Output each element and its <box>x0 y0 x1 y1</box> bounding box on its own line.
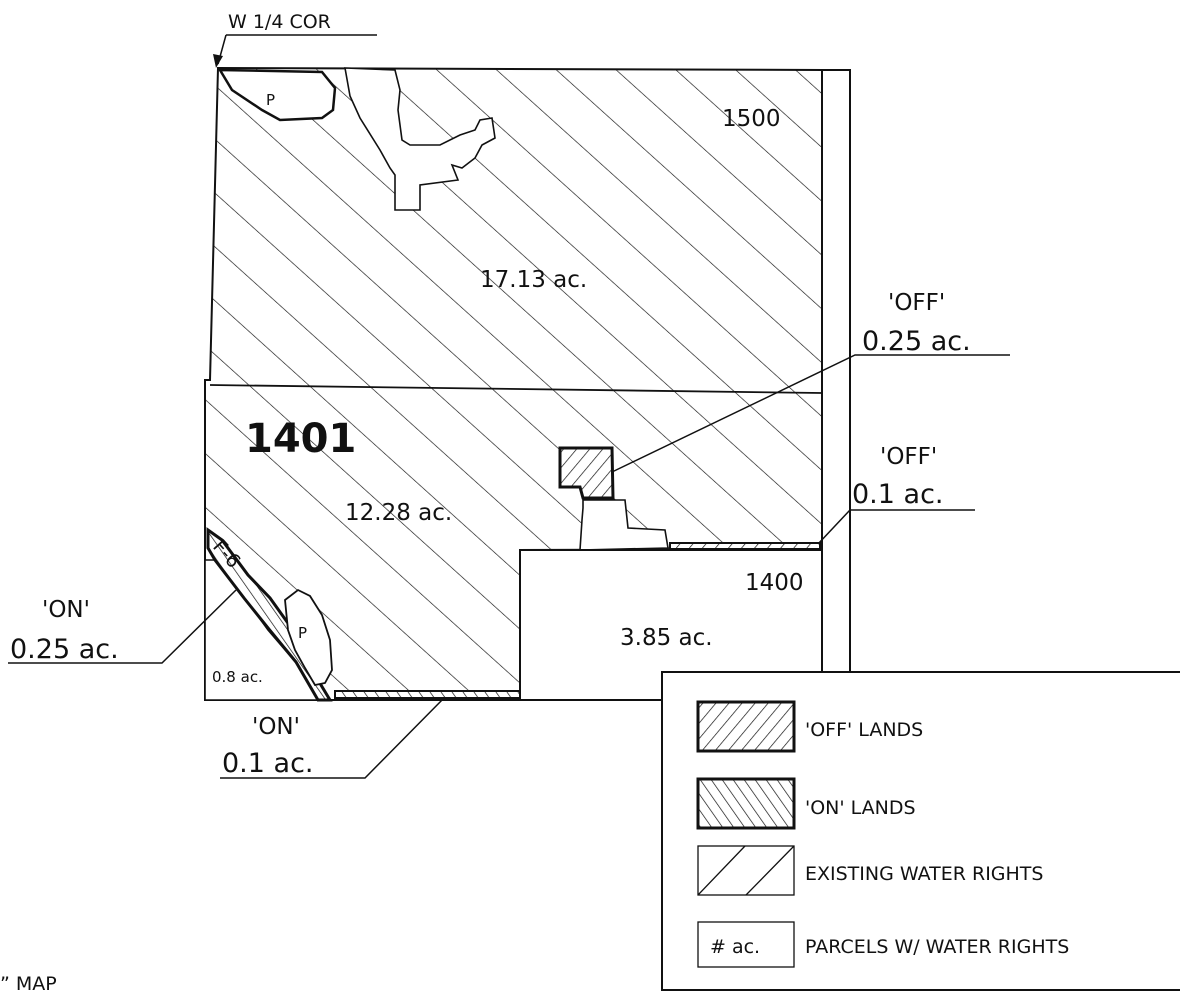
callout-off-lower-status: 'OFF' <box>880 444 937 470</box>
corner-label: W 1/4 COR <box>228 11 331 33</box>
unhatched-step-area <box>579 499 669 551</box>
legend-parcels-label: PARCELS W/ WATER RIGHTS <box>805 936 1069 958</box>
area-label-lower-left: 0.8 ac. <box>212 668 263 686</box>
legend: 'OFF' LANDS 'ON' LANDS EXISTING WATER RI… <box>661 671 1180 991</box>
legend-existing-hatch-2 <box>745 845 795 896</box>
callout-off-upper-leader <box>611 354 1010 473</box>
legend-off-label: 'OFF' LANDS <box>805 719 923 741</box>
callout-on-left-status: 'ON' <box>42 597 90 623</box>
legend-existing-hatch-1 <box>697 845 746 896</box>
legend-parcel-swatch <box>697 921 795 968</box>
callout-on-bottom-status: 'ON' <box>252 714 300 740</box>
pond-lower <box>284 588 333 687</box>
parcel-divider-line <box>209 384 823 394</box>
parcel-id-1401: 1401 <box>245 416 356 462</box>
callout-off-lower-area: 0.1 ac. <box>852 479 944 510</box>
legend-existing-swatch <box>697 845 795 896</box>
pond-top-left <box>217 68 337 122</box>
parcel-id-1400: 1400 <box>745 570 804 596</box>
off-parcel-strip <box>669 542 821 550</box>
callout-off-upper-status: 'OFF' <box>888 290 945 316</box>
parcel-id-1500: 1500 <box>722 106 781 132</box>
legend-parcel-symbol: # ac. <box>710 936 760 958</box>
pond-label-top: P <box>266 91 275 109</box>
unhatched-area-top <box>344 67 496 211</box>
legend-on-label: 'ON' LANDS <box>805 797 916 819</box>
callout-on-left-area: 0.25 ac. <box>10 634 119 665</box>
callout-off-upper-area: 0.25 ac. <box>862 326 971 357</box>
on-parcel-bottom-strip <box>334 690 521 699</box>
callout-on-left-leader <box>8 589 237 664</box>
legend-on-swatch <box>696 777 796 830</box>
pond-label-lower: P <box>298 624 307 642</box>
area-label-top: 17.13 ac. <box>480 267 587 293</box>
legend-existing-label: EXISTING WATER RIGHTS <box>805 863 1043 885</box>
callout-on-bottom-leader <box>220 696 446 779</box>
off-parcel-upper <box>558 446 615 500</box>
corner-arrow-head <box>213 54 223 68</box>
map-title-fragment: ” MAP <box>0 973 57 992</box>
east-strip <box>821 69 851 681</box>
callout-off-lower-leader <box>817 509 975 545</box>
callout-on-bottom-area: 0.1 ac. <box>222 748 314 779</box>
area-label-middle: 12.28 ac. <box>345 500 452 526</box>
area-label-lower-right: 3.85 ac. <box>620 625 713 651</box>
legend-off-swatch <box>696 700 796 753</box>
